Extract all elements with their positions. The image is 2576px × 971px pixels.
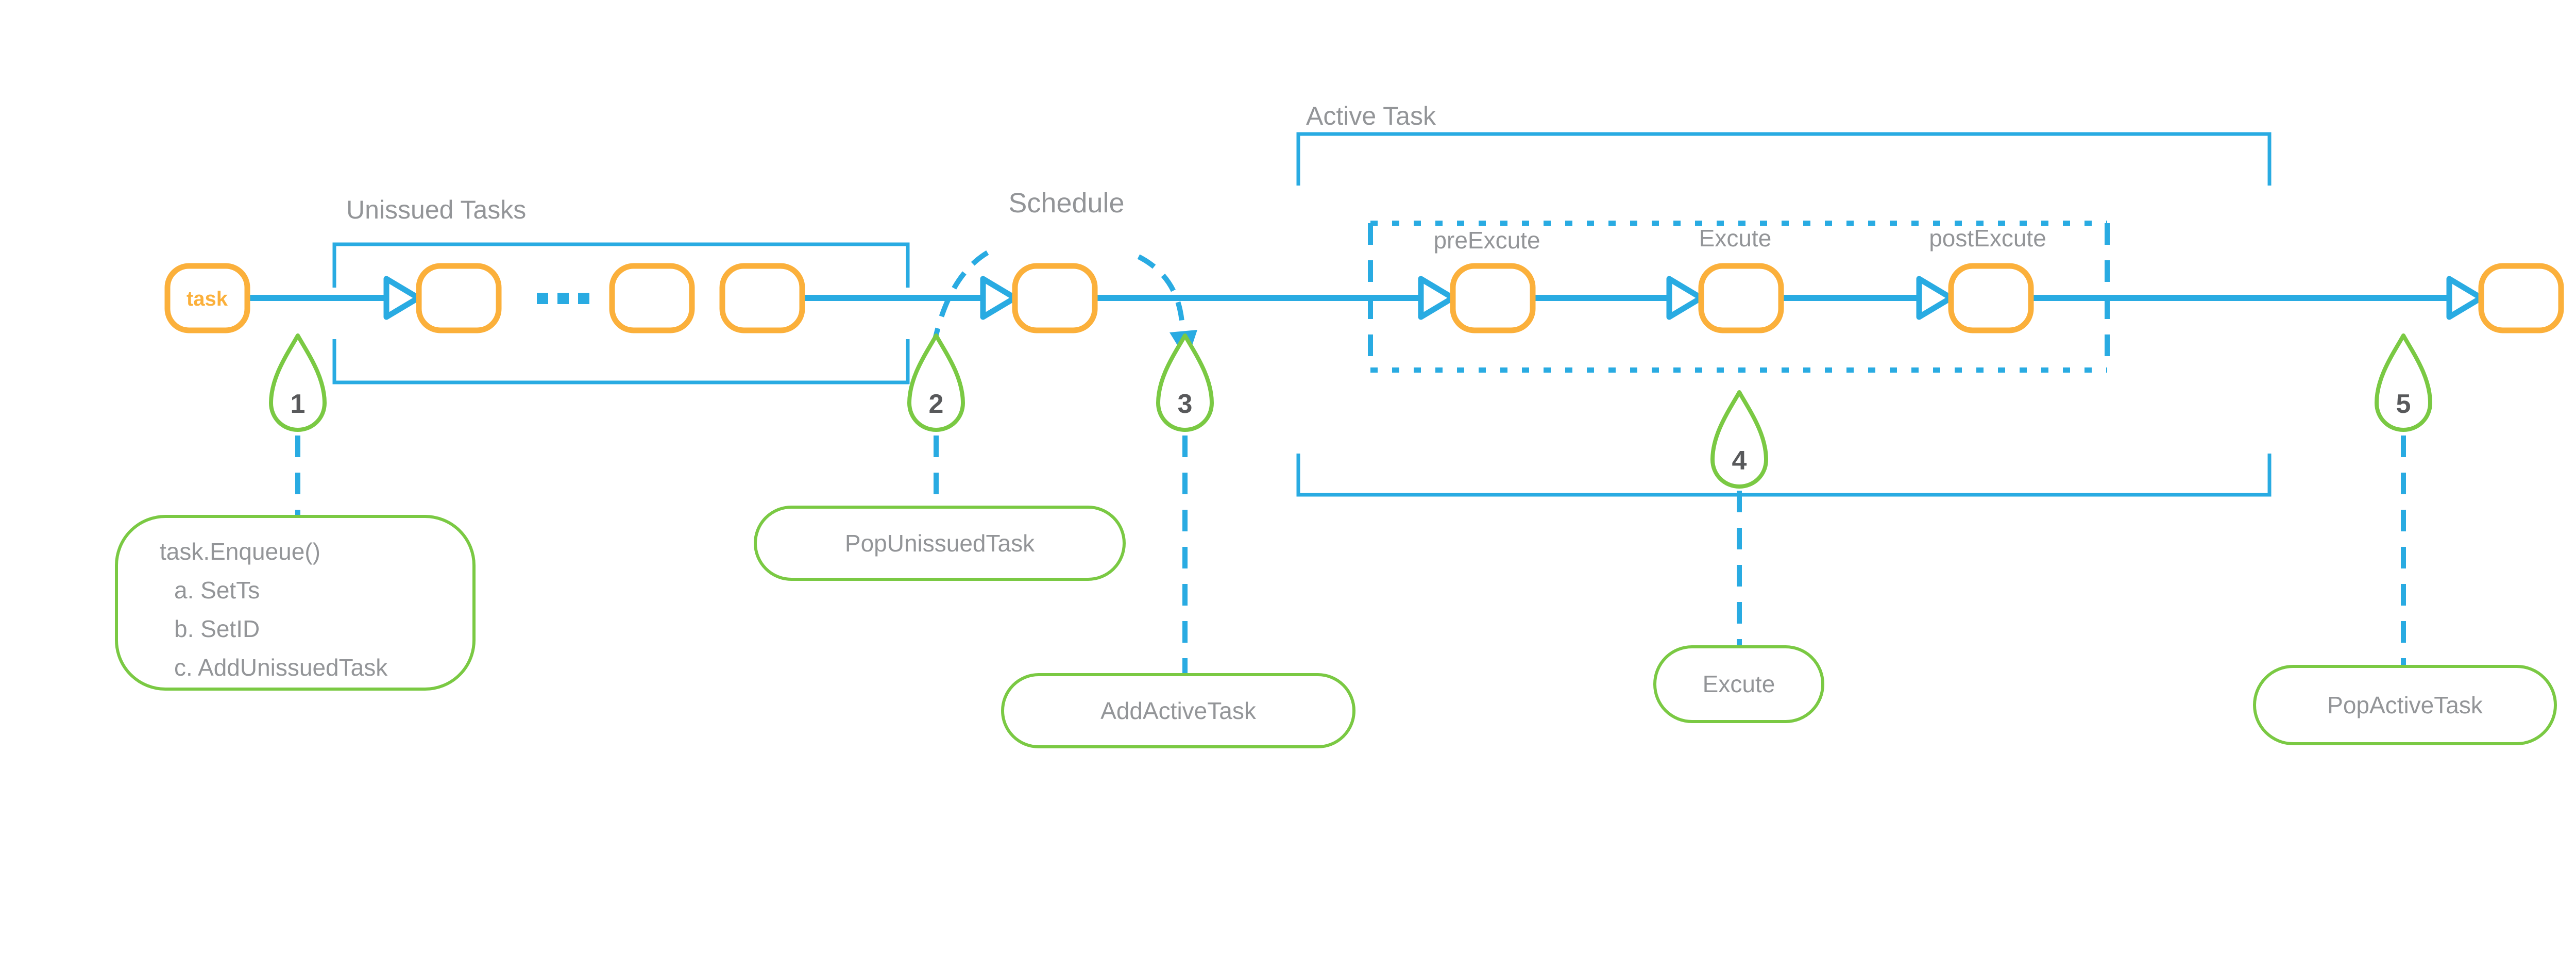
task-nodes: task preExcute Excute postExcute: [164, 225, 2564, 333]
preexcute-label: preExcute: [1433, 227, 1540, 254]
arrow-heads: [383, 276, 2484, 320]
queue-ellipsis-dots-icon: [537, 293, 589, 304]
excute-callout: [1653, 645, 1824, 723]
queue-node-1: [416, 263, 502, 333]
unissued-tasks-top-bracket: [332, 242, 910, 288]
unissued-tasks-label: Unissued Tasks: [346, 195, 526, 224]
postexcute-node: [1948, 263, 2034, 333]
pop-unissued-task-label: PopUnissuedTask: [845, 530, 1035, 557]
excute-callout-label: Excute: [1703, 671, 1775, 697]
enqueue-callout-item-c: c. AddUnissuedTask: [174, 654, 388, 681]
arrowhead-icon: [2446, 276, 2484, 320]
arrowhead-icon: [1418, 276, 1456, 320]
active-task-section: Active Task: [1296, 102, 2272, 497]
pin-4-marker-icon: [1710, 390, 1768, 489]
active-task-top-bracket: [1296, 132, 2272, 186]
enqueue-callout-item-b: b. SetID: [174, 615, 260, 642]
schedule-section: Schedule: [931, 188, 1197, 361]
schedule-arc-left: [931, 246, 996, 347]
add-active-task-label: AddActiveTask: [1100, 697, 1257, 724]
pin-3-number: 3: [1178, 389, 1193, 419]
unissued-tasks-bottom-bracket: [332, 339, 910, 384]
end-node: [2478, 263, 2564, 333]
excute-node: [1698, 263, 1784, 333]
pin-2-number: 2: [929, 389, 944, 419]
enqueue-callout-box: [115, 515, 476, 691]
pop-active-task-callout: [2253, 665, 2557, 745]
schedule-label: Schedule: [1008, 188, 1124, 219]
enqueue-callout-item-a: a. SetTs: [174, 577, 260, 604]
callouts: task.Enqueue() a. SetTs b. SetID c. AddU…: [115, 506, 2557, 748]
preexcute-node: [1450, 263, 1536, 333]
pin-4-number: 4: [1732, 446, 1747, 476]
postexcute-label: postExcute: [1929, 225, 2046, 252]
arrowhead-icon: [1666, 276, 1704, 320]
schedule-node: [1012, 263, 1098, 333]
arrowhead-icon: [383, 276, 421, 320]
pin-5-number: 5: [2396, 389, 2411, 419]
pop-unissued-task-callout: [754, 506, 1126, 581]
arrowhead-icon: [980, 276, 1018, 320]
pop-active-task-label: PopActiveTask: [2327, 692, 2483, 718]
pin-1-marker-icon: [269, 333, 327, 432]
arrowhead-icon: [1916, 276, 1954, 320]
active-task-label: Active Task: [1306, 102, 1436, 130]
pin-1-number: 1: [291, 389, 306, 419]
pin-5-marker-icon: [2375, 333, 2432, 432]
pin-2-marker-icon: [907, 333, 965, 432]
enqueue-callout-title: task.Enqueue(): [160, 538, 320, 565]
active-task-bottom-bracket: [1296, 454, 2272, 497]
unissued-tasks-section: Unissued Tasks: [332, 195, 910, 384]
queue-node-3: [719, 263, 805, 333]
add-active-task-callout: [1001, 673, 1355, 748]
pin-connectors: [295, 436, 2406, 675]
task-node-label: task: [187, 288, 228, 310]
step-pins: 1 2 3 4 5: [269, 333, 2432, 489]
schedule-arc-right: [1137, 254, 1185, 330]
queue-node-2: [609, 263, 695, 333]
task-node: [164, 263, 250, 333]
excute-label: Excute: [1699, 225, 1772, 252]
pin-3-marker-icon: [1156, 333, 1214, 432]
execution-dotted-box: [1368, 221, 2110, 373]
